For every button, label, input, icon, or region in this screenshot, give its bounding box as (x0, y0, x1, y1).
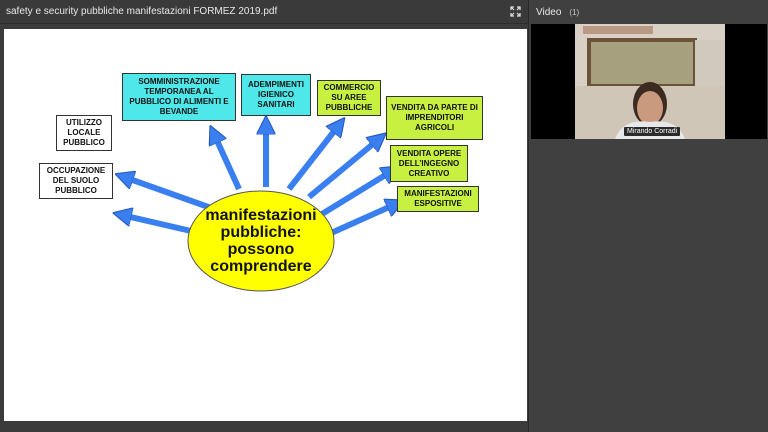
box-occupazione: OCCUPAZIONE DEL SUOLO PUBBLICO (39, 163, 113, 199)
box-adempimenti: ADEMPIMENTI IGIENICO SANITARI (241, 74, 311, 116)
box-vendita-imprenditori: VENDITA DA PARTE DI IMPRENDITORI AGRICOL… (386, 96, 483, 140)
box-commercio: COMMERCIO SU AREE PUBBLICHE (317, 80, 381, 116)
slide-canvas: manifestazioni pubbliche: possono compre… (4, 29, 527, 421)
document-title: safety e security pubbliche manifestazio… (6, 6, 278, 17)
arrow-somministrazione (214, 134, 242, 191)
expand-icon[interactable] (508, 5, 522, 19)
participant-count: (1) (569, 7, 580, 17)
arrow-commercio (286, 125, 339, 191)
video-title: Video (536, 6, 562, 18)
participant-video (575, 24, 725, 139)
center-text: manifestazioni pubbliche: possono compre… (205, 207, 317, 275)
arrow-manifestazioni (327, 204, 396, 237)
video-tile[interactable]: Mirando Corradi (531, 24, 767, 139)
box-manifestazioni-espositive: MANIFESTAZIONI ESPOSITIVE (397, 186, 479, 212)
center-ellipse (187, 190, 335, 292)
participant-name-tag: Mirando Corradi (624, 127, 681, 136)
camera-feed: Mirando Corradi (575, 24, 725, 139)
video-panel: Video (1) Mirando Corradi (528, 0, 768, 432)
box-vendita-opere: VENDITA OPERE DELL’INGEGNO CREATIVO (390, 145, 468, 182)
arrow-vendita-opere (320, 171, 392, 217)
document-titlebar: safety e security pubbliche manifestazio… (0, 0, 528, 24)
arrow-utilizzo (124, 177, 216, 212)
video-titlebar: Video (1) (529, 0, 768, 24)
box-utilizzo: UTILIZZO LOCALE PUBBLICO (56, 115, 112, 151)
arrow-vendita-imprenditori (307, 139, 379, 200)
document-viewer: safety e security pubbliche manifestazio… (0, 0, 528, 421)
box-somministrazione: SOMMINISTRAZIONE TEMPORANEA AL PUBBLICO … (122, 73, 236, 121)
diagram-arrows (4, 29, 527, 292)
